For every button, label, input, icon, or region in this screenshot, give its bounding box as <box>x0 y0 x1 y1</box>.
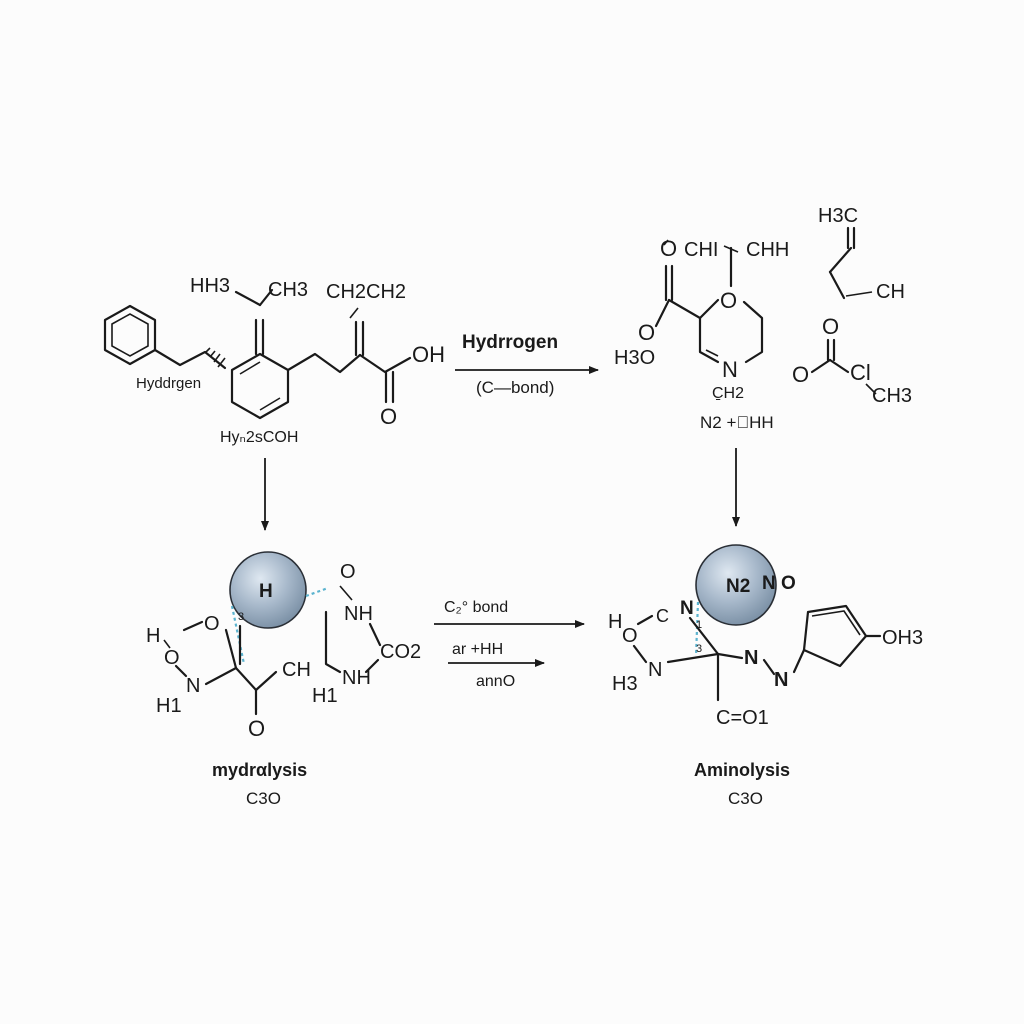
c-left-label: C <box>656 606 669 626</box>
nh-bottom-label: NH <box>342 667 371 689</box>
ch2ch2-label: CH2CH2 <box>326 281 406 303</box>
bottom-left-complex: H 3 O NH CO2 NH H1 H O O N H1 CH O mydrα… <box>146 551 421 808</box>
formula-label: Hyₙ2sCOH <box>220 429 298 446</box>
o-br-label: O <box>622 625 638 647</box>
bottom-reaction-arrows: C₂° bond ar +HH annO <box>434 599 585 690</box>
h3c-label: H3C <box>818 205 858 227</box>
mid-arrow-label-3: annO <box>476 673 515 690</box>
hydrogen-sphere <box>229 551 307 629</box>
hydrolysis-formula: C3O <box>246 789 281 808</box>
index-3-label-br: 3 <box>696 643 702 655</box>
cl-label: Cl <box>850 360 871 385</box>
n-chain-1-label: N <box>744 647 758 669</box>
h1-bottom-label: H1 <box>312 685 338 707</box>
mid-arrow-label-2: ar +HH <box>452 641 503 658</box>
o-left-label: O <box>204 613 220 635</box>
n-top-label: N <box>680 598 694 619</box>
o-label-3: O <box>822 314 839 339</box>
hydrolysis-caption: mydrαlysis <box>212 760 307 780</box>
n-label: N <box>186 675 200 697</box>
co1-label: C=O1 <box>716 707 769 729</box>
arrow-bottom-label: (C—bond) <box>476 378 554 397</box>
oh3-label: OH3 <box>882 627 923 649</box>
ring-o-label: O <box>720 288 737 313</box>
o-label-2: O <box>638 320 655 345</box>
chh-label: CHH <box>746 239 789 261</box>
o-left2-label: O <box>164 647 180 669</box>
h-left-label: H <box>146 625 160 647</box>
top-right-molecule: O CHI CHH O O N H3O C̱H2 N2 +⃥HH H3C CH … <box>614 205 912 432</box>
hh3-label: HH3 <box>190 275 230 297</box>
h3o-label: H3O <box>614 347 655 369</box>
arrow-top-label: Hydrrogen <box>462 332 558 353</box>
hydrogen-label: Hyddrgen <box>136 375 201 392</box>
n-o-label: N O <box>762 573 796 594</box>
mid-arrow-label-1: C₂° bond <box>444 599 508 616</box>
cyclohexene-ring <box>230 352 290 420</box>
index-1-label: 1 <box>696 619 702 631</box>
ch-label: CH <box>876 281 905 303</box>
nh-top-label: NH <box>344 603 373 625</box>
o-bottom-label: O <box>248 716 265 741</box>
co2-label: CO2 <box>380 641 421 663</box>
ch3-right-label: CH3 <box>872 385 912 407</box>
o-label: O <box>380 404 397 429</box>
h-br-label: H <box>608 611 622 633</box>
pentagon-ring <box>802 604 868 668</box>
bottom-right-complex: N2 N O 1 3 H O C N N H3 N N C=O1 OH3 Ami… <box>608 544 923 808</box>
o-label-4: O <box>792 362 809 387</box>
n2hh-label: N2 +⃥HH <box>700 413 774 432</box>
sphere-n2-label: N2 <box>726 576 750 597</box>
index-3-label: 3 <box>238 611 244 623</box>
top-left-molecule: HH3 CH3 CH2CH2 OH O Hyddrgen Hyₙ2sCOH <box>103 275 445 446</box>
ch-label-bl: CH <box>282 659 311 681</box>
o-top-label: O <box>340 561 356 583</box>
n-chain-2-label: N <box>774 669 788 691</box>
top-reaction-arrow: Hydrrogen (C—bond) <box>455 332 599 397</box>
chi-label: CHI <box>684 239 718 261</box>
nitrogen-sphere <box>695 544 777 626</box>
ch3-label: CH3 <box>268 279 308 301</box>
oh-label: OH <box>412 342 445 367</box>
sphere-label: H <box>259 581 273 602</box>
ring-n-label: N <box>722 357 738 382</box>
aminolysis-caption: Aminolysis <box>694 760 790 780</box>
ch2-label: C̱H2 <box>712 385 744 402</box>
o-label-1: O <box>660 236 677 261</box>
h3-br-label: H3 <box>612 673 638 695</box>
n-mid-label: N <box>648 659 662 681</box>
h1-label: H1 <box>156 695 182 717</box>
aminolysis-formula: C3O <box>728 789 763 808</box>
